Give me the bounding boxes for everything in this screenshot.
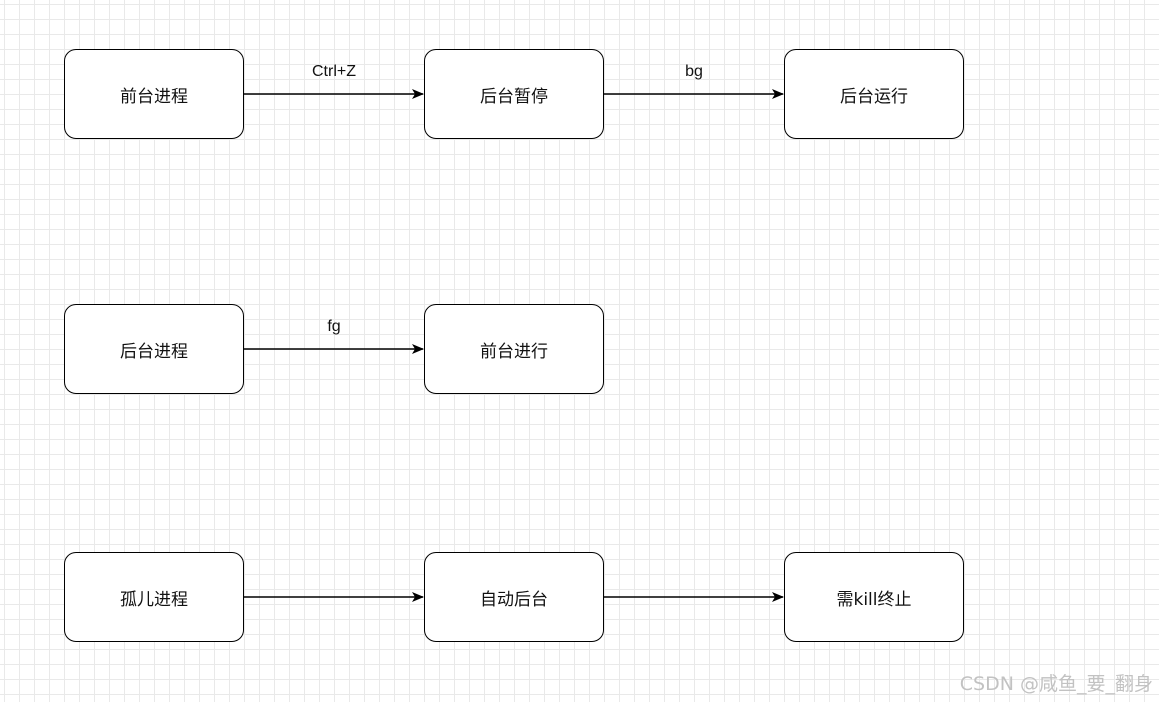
node-foreground-process[interactable]: 前台进程 (64, 49, 244, 139)
node-label: 前台进行 (480, 341, 548, 362)
node-label: 后台运行 (840, 86, 908, 107)
node-needs-kill[interactable]: 需kill终止 (784, 552, 964, 642)
node-auto-background[interactable]: 自动后台 (424, 552, 604, 642)
node-label: 孤儿进程 (120, 589, 188, 610)
node-background-running[interactable]: 后台运行 (784, 49, 964, 139)
node-label: 前台进程 (120, 86, 188, 107)
node-foreground-running[interactable]: 前台进行 (424, 304, 604, 394)
node-background-suspended[interactable]: 后台暂停 (424, 49, 604, 139)
node-label: 后台进程 (120, 341, 188, 362)
node-label: 需kill终止 (836, 589, 912, 610)
watermark: CSDN @咸鱼_要_翻身 (959, 673, 1153, 695)
edge-label-ctrl-z: Ctrl+Z (312, 63, 356, 80)
node-background-process[interactable]: 后台进程 (64, 304, 244, 394)
node-label: 自动后台 (480, 589, 548, 610)
node-orphan-process[interactable]: 孤儿进程 (64, 552, 244, 642)
node-label: 后台暂停 (480, 86, 548, 107)
edge-label-fg: fg (327, 318, 341, 335)
edge-label-bg: bg (685, 63, 703, 80)
